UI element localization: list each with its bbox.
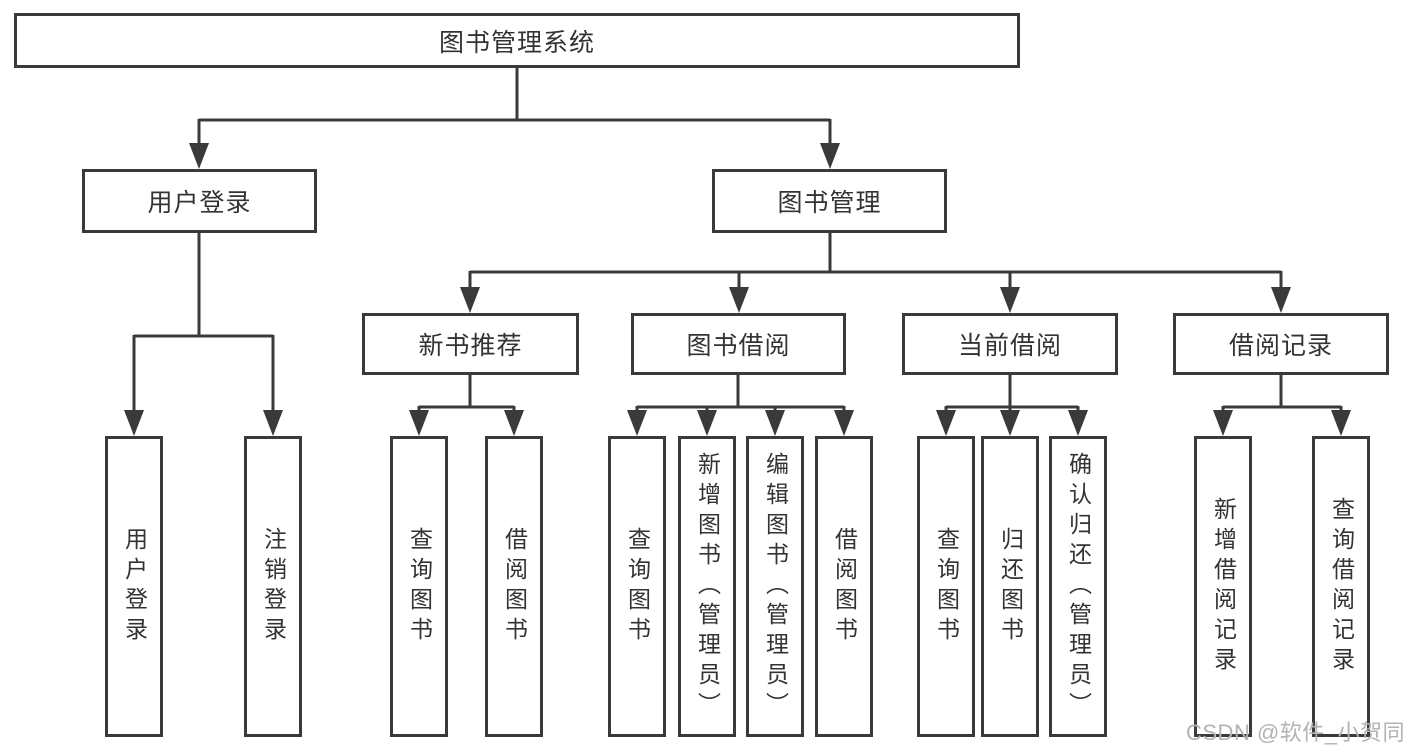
edge-recommend-to-leaves (409, 375, 524, 436)
node-borrow-records-label: 借阅记录 (1228, 332, 1333, 360)
leaf-records-query-record-label: 查询借阅记录 (1328, 496, 1355, 677)
leaf-borrow-borrow-books: 借阅图书 (815, 436, 873, 737)
leaf-records-query-record: 查询借阅记录 (1312, 436, 1370, 737)
edge-management-to-level3 (460, 233, 1291, 313)
edge-login-to-leaves (124, 233, 283, 436)
leaf-user-login-label: 用户登录 (121, 526, 148, 647)
node-book-borrow-label: 图书借阅 (686, 332, 791, 360)
node-book-management: 图书管理 (712, 169, 947, 233)
node-user-login: 用户登录 (82, 169, 317, 233)
node-book-management-label: 图书管理 (777, 189, 882, 217)
leaf-logout: 注销登录 (244, 436, 302, 737)
leaf-records-add-record: 新增借阅记录 (1194, 436, 1252, 737)
leaf-current-query-books: 查询图书 (917, 436, 975, 737)
leaf-logout-label: 注销登录 (260, 526, 287, 647)
leaf-records-add-record-label: 新增借阅记录 (1210, 496, 1237, 677)
node-root: 图书管理系统 (14, 13, 1020, 68)
leaf-borrow-add-books-admin-label: 新增图书（管理员） (694, 451, 721, 722)
leaf-recommend-borrow-books-label: 借阅图书 (501, 526, 528, 647)
leaf-borrow-edit-books-admin-label: 编辑图书（管理员） (762, 451, 789, 722)
leaf-current-return-books-label: 归还图书 (997, 526, 1024, 647)
leaf-user-login: 用户登录 (105, 436, 163, 737)
node-user-login-label: 用户登录 (147, 189, 252, 217)
leaf-borrow-borrow-books-label: 借阅图书 (831, 526, 858, 647)
node-book-borrow: 图书借阅 (631, 313, 846, 375)
leaf-recommend-borrow-books: 借阅图书 (485, 436, 543, 737)
edge-current-to-leaves (936, 375, 1088, 436)
leaf-current-query-books-label: 查询图书 (933, 526, 960, 647)
leaf-borrow-query-books: 查询图书 (608, 436, 666, 737)
leaf-current-confirm-return-admin-label: 确认归还（管理员） (1065, 451, 1092, 722)
edge-records-to-leaves (1213, 375, 1351, 436)
edge-borrow-to-leaves (627, 375, 854, 436)
node-new-book-recommend: 新书推荐 (362, 313, 579, 375)
leaf-recommend-query-books: 查询图书 (390, 436, 448, 737)
edge-root-to-level2 (189, 67, 840, 169)
watermark-text: CSDN @软件_小贺同学 (1186, 720, 1405, 745)
node-current-borrow-label: 当前借阅 (957, 332, 1062, 360)
leaf-borrow-edit-books-admin: 编辑图书（管理员） (746, 436, 804, 737)
leaf-borrow-query-books-label: 查询图书 (624, 526, 651, 647)
leaf-current-confirm-return-admin: 确认归还（管理员） (1049, 436, 1107, 737)
leaf-borrow-add-books-admin: 新增图书（管理员） (678, 436, 736, 737)
node-root-label: 图书管理系统 (438, 28, 595, 57)
leaf-recommend-query-books-label: 查询图书 (406, 526, 433, 647)
node-current-borrow: 当前借阅 (902, 313, 1118, 375)
node-borrow-records: 借阅记录 (1173, 313, 1389, 375)
node-new-book-recommend-label: 新书推荐 (418, 332, 523, 360)
leaf-current-return-books: 归还图书 (981, 436, 1039, 737)
